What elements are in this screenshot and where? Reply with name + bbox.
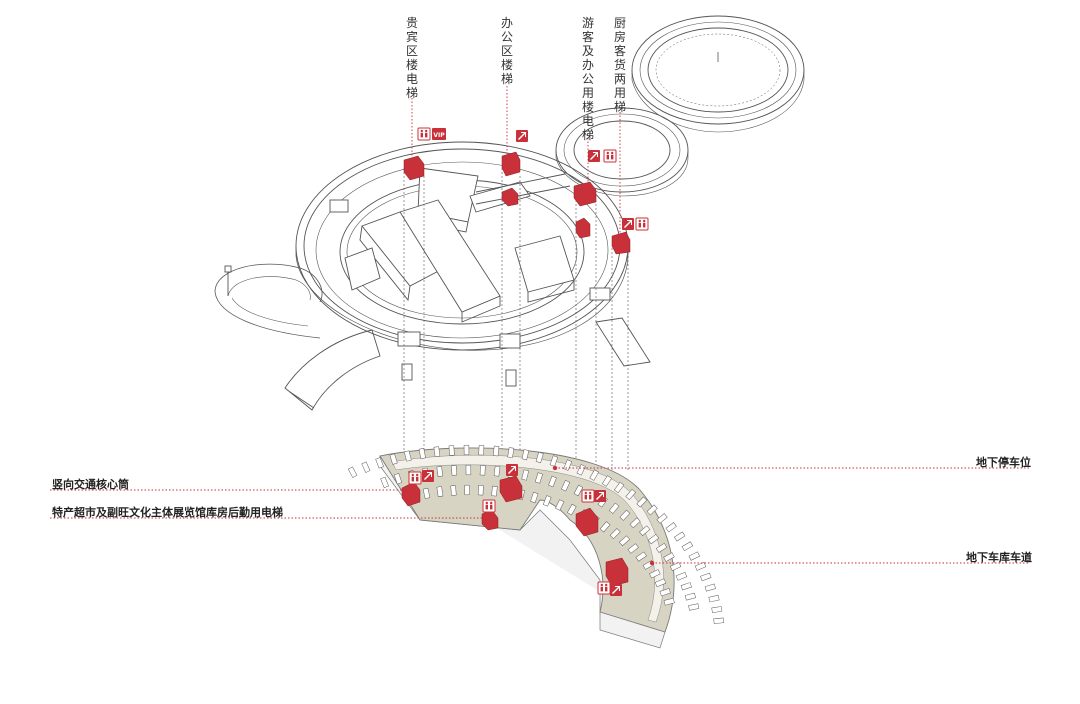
elevator-icon	[581, 489, 595, 503]
stair-icon	[505, 463, 519, 477]
parking-stall	[464, 484, 470, 496]
stair-icon	[421, 469, 435, 483]
stair-icon	[593, 489, 607, 503]
parking-stall	[674, 531, 686, 542]
parking-stall	[492, 445, 500, 457]
parking-stall	[700, 572, 712, 581]
label-freight-elevator: 特产超市及副旺文化主体展览馆库房后勤用电梯	[52, 506, 283, 519]
parking-stall	[681, 541, 693, 551]
elevator-icon	[635, 217, 649, 231]
horizontal-leaders	[50, 467, 1030, 564]
label-kitchen-elevator: 厨房客货两用梯	[613, 16, 626, 114]
parking-stall	[479, 465, 486, 476]
parking-stall	[361, 461, 371, 473]
parking-marker-dot	[552, 465, 558, 471]
parking-stall	[708, 594, 720, 603]
elevator-icon	[603, 149, 617, 163]
parking-stall	[656, 513, 668, 524]
projection-lines	[403, 168, 629, 572]
icons: VIP	[408, 127, 649, 597]
parking-stall	[433, 446, 441, 458]
parking-stall	[694, 562, 707, 571]
elevator-icon	[482, 499, 496, 513]
parking-stall	[665, 522, 677, 533]
parking-stall	[465, 464, 472, 476]
parking-stall	[680, 582, 692, 591]
parking-stall	[436, 466, 444, 477]
parking-stall	[450, 485, 457, 496]
label-garage-lane: 地下车库车道	[966, 551, 1032, 564]
label-guest-office-elevator: 游客及办公用楼电梯	[581, 16, 594, 142]
parking-stall	[463, 444, 470, 456]
upper-level	[214, 15, 805, 411]
parking-stall	[713, 617, 724, 624]
svg-text:VIP: VIP	[433, 132, 445, 139]
parking-stall	[493, 465, 501, 477]
stair-icon	[587, 149, 601, 163]
leader-lines	[411, 86, 621, 234]
parking-stall	[711, 606, 723, 613]
parking-stall	[477, 485, 484, 496]
elevator-icon	[408, 471, 422, 485]
elevator-icon	[597, 581, 611, 595]
label-vip-elevator: 贵宾区楼电梯	[405, 16, 418, 100]
parking-stall	[688, 551, 700, 561]
stair-icon	[609, 583, 623, 597]
parking-stall	[380, 476, 389, 488]
parking-stall	[451, 465, 458, 476]
parking-stall	[704, 583, 716, 592]
label-parking: 地下停车位	[976, 456, 1031, 469]
vip-badge-icon: VIP	[432, 128, 446, 140]
parking-stall	[478, 445, 485, 456]
upper-cores	[403, 151, 631, 255]
parking-stall	[347, 466, 358, 478]
lane-marker-dot	[649, 560, 655, 566]
parking-stall	[688, 603, 700, 611]
parking-stall	[675, 572, 687, 581]
basement-cores	[401, 475, 629, 587]
parking-stall	[491, 485, 498, 497]
elevator-icon	[417, 127, 431, 141]
parking-stall	[684, 592, 696, 601]
parking-stall	[448, 445, 455, 456]
stair-icon	[621, 217, 635, 231]
label-office-elevator: 办公区楼梯	[500, 16, 513, 86]
label-core: 竖向交通核心筒	[52, 478, 129, 491]
stair-icon	[515, 129, 529, 143]
